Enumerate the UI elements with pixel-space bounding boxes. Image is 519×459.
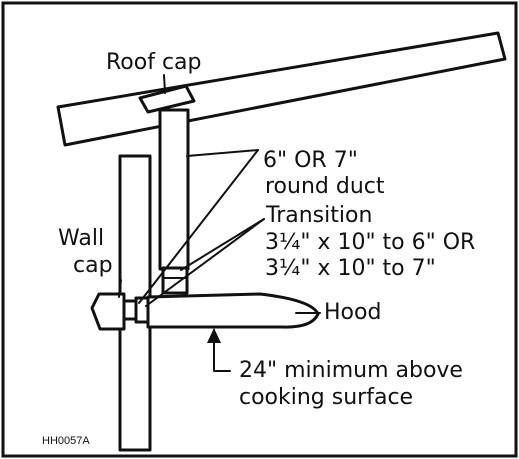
transition-vertical — [161, 266, 189, 295]
transition-leader-upper — [180, 218, 265, 271]
transition-size-line1: 3¼" x 10" to 6" OR — [265, 230, 475, 255]
hood-label: Hood — [324, 300, 381, 325]
transition-leader-lower — [145, 218, 265, 307]
roof-cap-leader — [163, 74, 166, 94]
hood-shape — [146, 292, 320, 329]
transition-size-line2: 3¼" x 10" to 7" — [265, 256, 436, 281]
wall-label: Wall — [58, 226, 104, 251]
duct-leader-upper — [186, 149, 259, 157]
wall-cap — [90, 292, 126, 331]
duct-type-label: round duct — [265, 174, 385, 199]
wall-cap-leader — [118, 279, 122, 298]
figure-id: HH0057A — [42, 435, 90, 447]
transition-horizontal — [134, 296, 150, 324]
roof-cap-label: Roof cap — [106, 50, 202, 75]
clearance-label-line1: 24" minimum above — [239, 358, 463, 383]
duct-leader-lower — [138, 149, 259, 304]
clearance-label-line2: cooking surface — [239, 385, 413, 410]
round-duct — [158, 108, 190, 271]
duct-size-label: 6" OR 7" — [263, 148, 358, 173]
clearance-arrowhead — [207, 328, 221, 343]
roof-cap — [138, 84, 196, 114]
wall-duct-stub — [122, 299, 138, 321]
clearance-arrow-line — [213, 329, 231, 372]
wall-cap-label: cap — [73, 253, 113, 278]
transition-label: Transition — [265, 203, 372, 228]
